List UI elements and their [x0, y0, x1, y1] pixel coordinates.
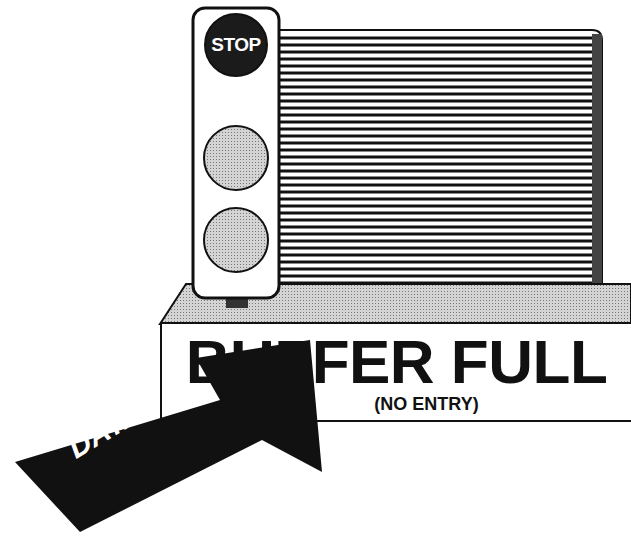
sheet-line — [279, 72, 596, 75]
sheet-line — [279, 240, 596, 243]
sheet-line — [279, 107, 596, 110]
data-arrow: DATA — [10, 330, 330, 536]
buffer-stack — [272, 30, 602, 288]
sheet-line — [279, 170, 596, 173]
sheet-line — [279, 79, 596, 82]
sheet-line — [279, 128, 596, 131]
sheet-line — [279, 205, 596, 208]
traffic-light — [193, 8, 279, 308]
sheet-line — [279, 100, 596, 103]
sheet-line — [279, 226, 596, 229]
sheet-line — [279, 177, 596, 180]
sheet-line — [279, 198, 596, 201]
sheet-line — [279, 219, 596, 222]
arrow-body — [15, 340, 322, 532]
sheet-line — [279, 142, 596, 145]
sheet-line — [279, 135, 596, 138]
stop-lamp: STOP — [204, 13, 268, 77]
sheet-line — [279, 37, 596, 40]
node-sublabel: (NO ENTRY) — [374, 394, 478, 414]
sheet-line — [279, 93, 596, 96]
sheet-line — [279, 163, 596, 166]
sheet-line — [279, 156, 596, 159]
sheet-line — [279, 275, 596, 278]
sheet-line — [279, 268, 596, 271]
sheet-line — [279, 191, 596, 194]
sheet-line — [279, 51, 596, 54]
sheet-line — [279, 184, 596, 187]
sheet-line — [279, 247, 596, 250]
sheet-line — [279, 261, 596, 264]
sheet-line — [279, 254, 596, 257]
sheet-line — [279, 212, 596, 215]
sheet-line — [279, 86, 596, 89]
sheet-line — [279, 149, 596, 152]
arrow-shape — [10, 330, 330, 536]
sheet-line — [279, 58, 596, 61]
sheet-line — [279, 44, 596, 47]
node-label: STOP — [211, 34, 260, 56]
sheet-line — [279, 65, 596, 68]
sheet-line — [279, 114, 596, 117]
sheet-line — [279, 233, 596, 236]
sheet-line — [279, 121, 596, 124]
